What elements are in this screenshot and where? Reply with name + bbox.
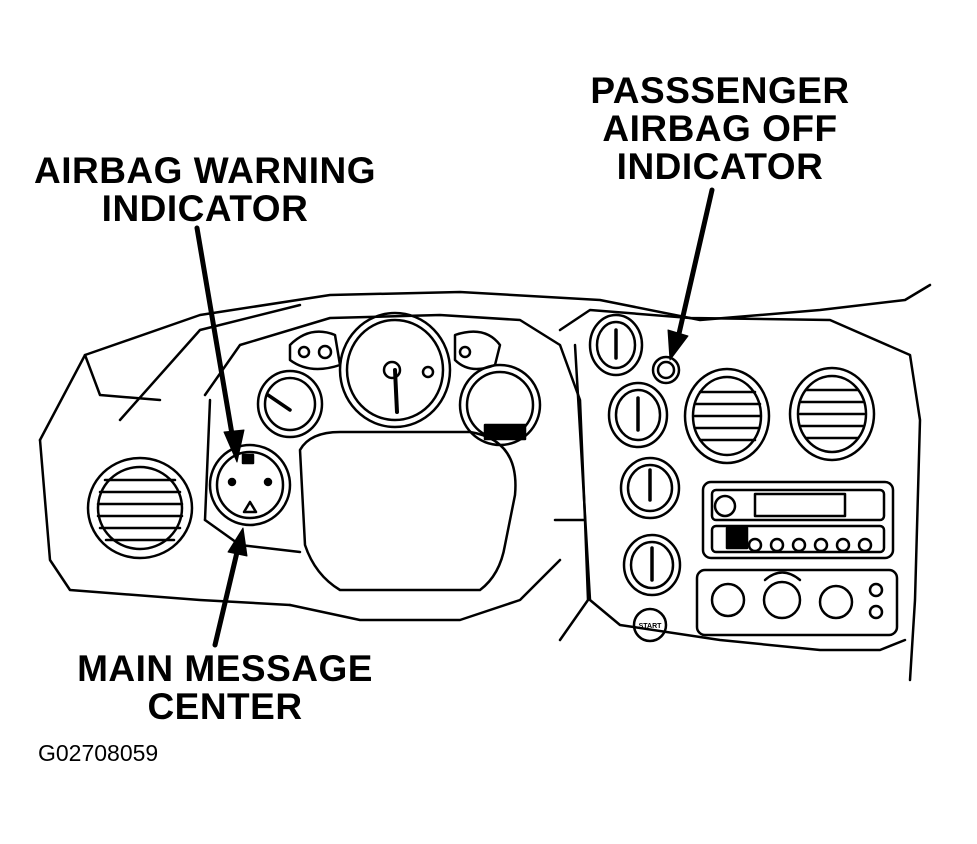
callout-line: INDICATOR [101, 188, 309, 229]
passenger-airbag-off-indicator [651, 355, 681, 385]
callout-line: CENTER [147, 686, 303, 727]
callout-line: INDICATOR [616, 146, 824, 187]
figure-code: G02708059 [38, 740, 159, 766]
callout-arrows [194, 187, 715, 648]
arrow-airbag-warning [194, 225, 245, 463]
arrow-main-message-center [212, 527, 248, 648]
start-button-label: START [639, 623, 663, 630]
callout-line: AIRBAG OFF [602, 108, 838, 149]
callout-passenger-airbag-off: PASSSENGER AIRBAG OFF INDICATOR [565, 72, 875, 186]
callout-line: MAIN MESSAGE [77, 648, 373, 689]
callout-airbag-warning: AIRBAG WARNING INDICATOR [20, 152, 390, 228]
dashboard-outline [38, 283, 932, 682]
left-air-vent [86, 456, 194, 560]
callout-line: PASSSENGER [590, 70, 850, 111]
steering-hub [298, 430, 517, 592]
radio-unit [701, 480, 895, 560]
instrument-cluster [256, 311, 542, 447]
climate-controls [695, 568, 899, 637]
callout-main-message-center: MAIN MESSAGE CENTER [60, 650, 390, 726]
callout-line: AIRBAG WARNING [33, 150, 377, 191]
center-air-vents [683, 366, 876, 465]
center-stack-gauges [588, 313, 682, 643]
arrow-passenger-airbag [667, 187, 715, 361]
main-message-center [208, 443, 292, 527]
